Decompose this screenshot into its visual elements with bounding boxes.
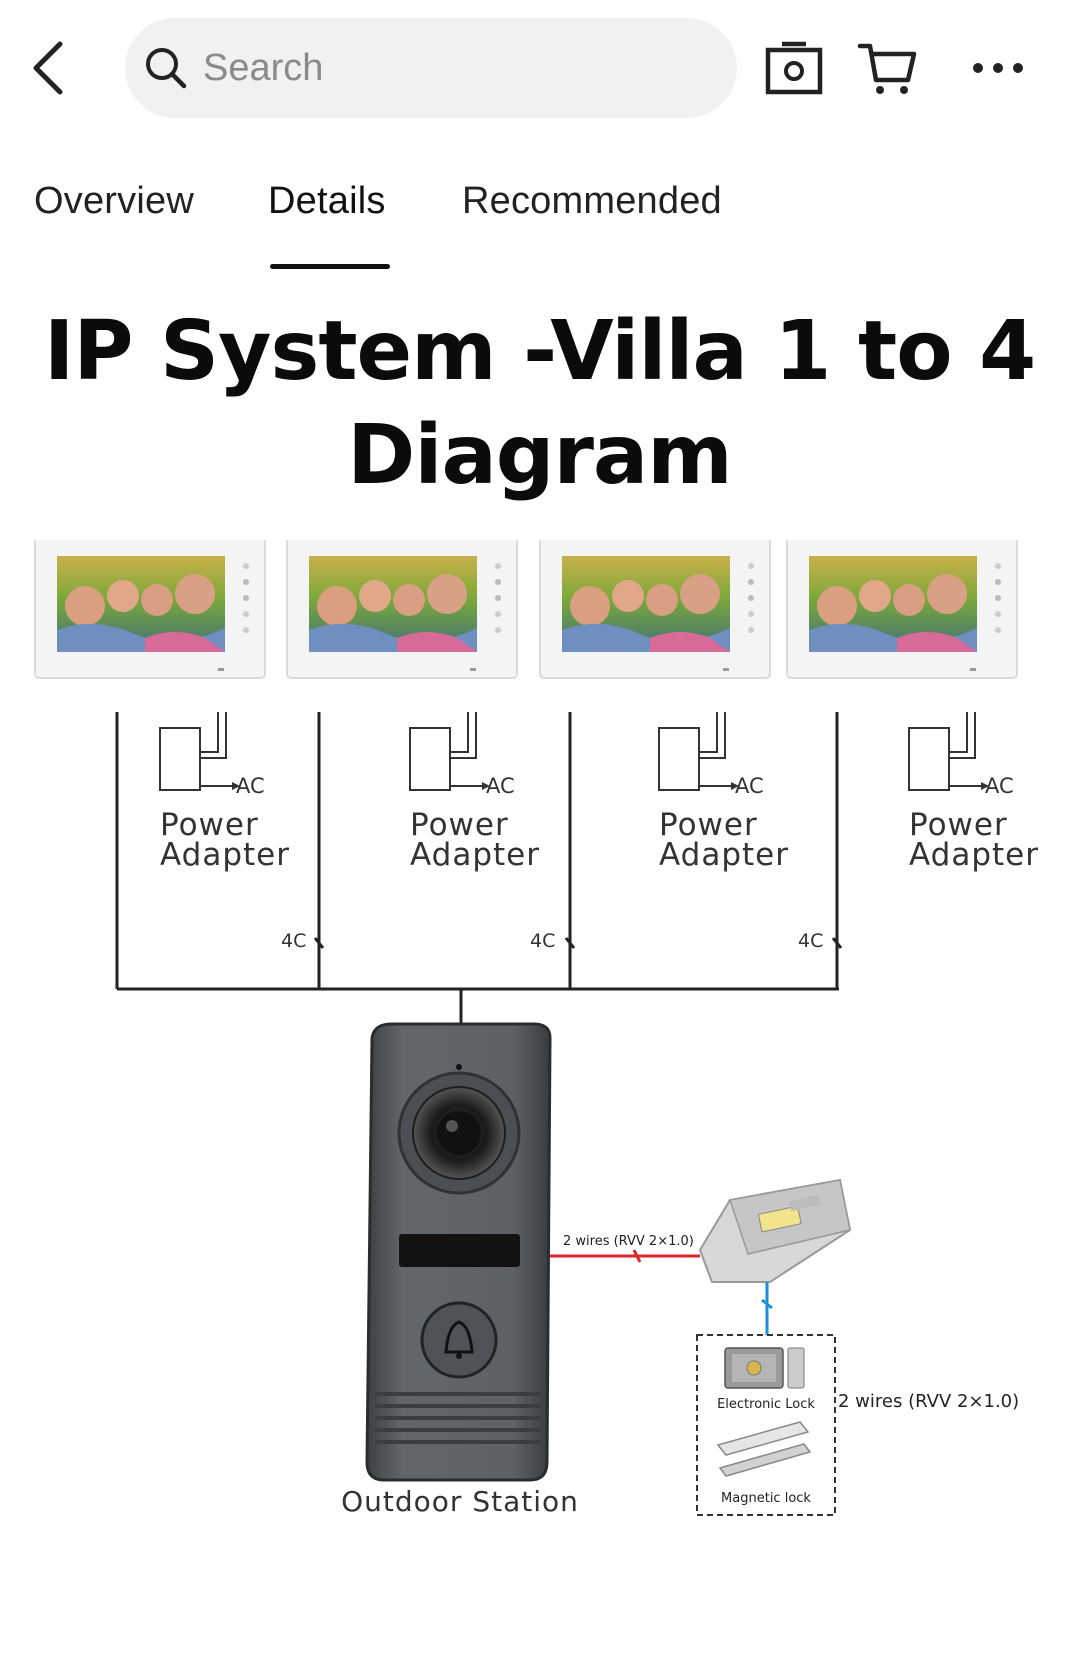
wires-label-lock: 2 wires (RVV 2×1.0) — [838, 1391, 1019, 1412]
wire-4c-label-1: 4C — [281, 930, 306, 952]
ac-label-3: AC — [735, 774, 764, 798]
lock-power-unit — [698, 1178, 852, 1283]
adapter-label-1a: Power — [160, 807, 259, 843]
back-arrow-icon[interactable] — [28, 38, 72, 98]
search-bar[interactable] — [125, 18, 737, 118]
ac-label-4: AC — [985, 774, 1014, 798]
active-tab-indicator — [270, 264, 390, 269]
power-adapter-1 — [159, 711, 241, 791]
search-icon — [146, 48, 187, 89]
tab-overview[interactable]: Overview — [34, 180, 194, 222]
page-title: IP System -Villa 1 to 4 Diagram — [0, 300, 1079, 508]
ac-label-2: AC — [486, 774, 515, 798]
wires-label-outdoor: 2 wires (RVV 2×1.0) — [563, 1234, 694, 1249]
outdoor-station — [365, 1022, 552, 1482]
indoor-monitor-4 — [786, 540, 1018, 679]
power-adapter-4 — [908, 711, 990, 791]
tab-recommended[interactable]: Recommended — [462, 180, 722, 222]
power-adapter-2 — [409, 711, 491, 791]
wire-4c-label-2: 4C — [530, 930, 555, 952]
tab-details[interactable]: Details — [268, 180, 386, 222]
adapter-label-2a: Power — [410, 807, 509, 843]
lock-options-box — [696, 1334, 836, 1516]
top-bar — [0, 0, 1079, 140]
indoor-monitor-3 — [539, 540, 771, 679]
adapter-label-2b: Adapter — [410, 837, 540, 873]
adapter-label-3b: Adapter — [659, 837, 789, 873]
tab-bar: Overview Details Recommended — [0, 170, 1079, 280]
ac-label-1: AC — [236, 774, 265, 798]
electronic-lock-label: Electronic Lock — [717, 1397, 815, 1412]
adapter-label-4b: Adapter — [909, 837, 1039, 873]
indoor-monitor-1 — [34, 540, 266, 679]
more-icon[interactable] — [966, 36, 1030, 100]
wiring-diagram: AC AC AC AC Power Adapter Power Adapter … — [34, 540, 1039, 1518]
wire-4c-label-3: 4C — [798, 930, 823, 952]
magnetic-lock-label: Magnetic lock — [721, 1491, 811, 1506]
indoor-monitor-2 — [286, 540, 518, 679]
magnetic-lock-image — [716, 1421, 812, 1477]
adapter-label-4a: Power — [909, 807, 1008, 843]
title-line-1: IP System -Villa 1 to 4 — [43, 304, 1036, 399]
title-line-2: Diagram — [347, 408, 732, 503]
search-input[interactable] — [201, 45, 725, 91]
adapter-label-3a: Power — [659, 807, 758, 843]
adapter-label-1b: Adapter — [160, 837, 290, 873]
outdoor-station-label: Outdoor Station — [341, 1485, 579, 1518]
camera-icon[interactable] — [762, 36, 826, 100]
cart-icon[interactable] — [856, 36, 920, 100]
electronic-lock-image — [724, 1347, 805, 1389]
power-adapter-3 — [658, 711, 740, 791]
